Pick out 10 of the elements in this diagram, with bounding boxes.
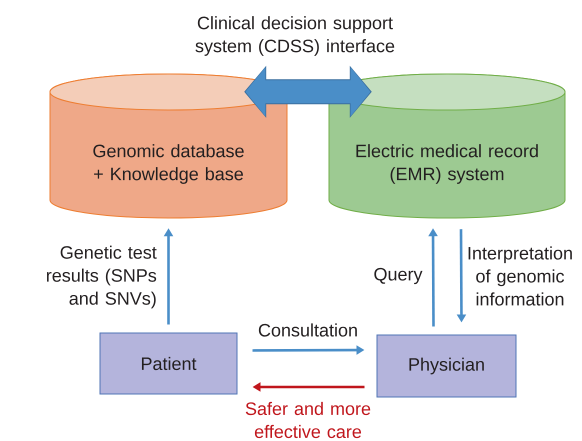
edge-label: Query xyxy=(374,268,422,284)
edge-label: Clinical decision support system (CDSS) interface xyxy=(195,16,394,56)
edge-label: Consultation xyxy=(258,323,357,337)
edge-label: Genetic test results (SNPs and SNVs) xyxy=(46,246,157,308)
edge-label: Interpretation of genomic information xyxy=(468,246,572,306)
process-box: Physician xyxy=(376,334,516,398)
database-cylinder: Electric medical record (EMR) system xyxy=(328,74,566,218)
database-cylinder: Genomic database + Knowledge base xyxy=(50,74,288,218)
edge-label: Safer and more effective care xyxy=(246,402,370,438)
process-box: Patient xyxy=(100,332,238,394)
